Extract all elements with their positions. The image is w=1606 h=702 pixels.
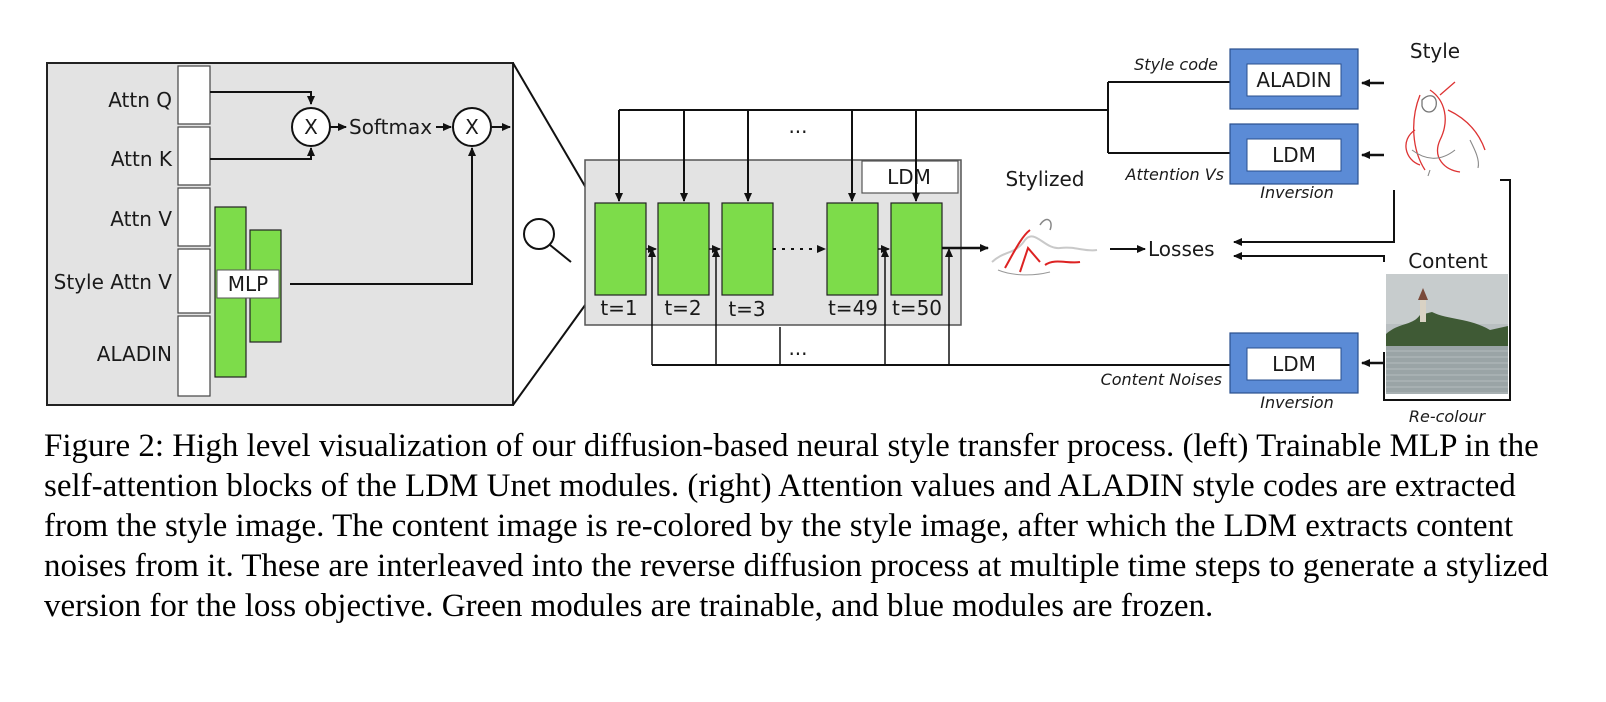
unet-block-t3 <box>721 202 774 296</box>
style-attn-v-cell <box>177 248 211 314</box>
style-image: Style <box>1405 39 1486 177</box>
timestep-t50: t=50 <box>892 296 942 320</box>
attention-vs-label: Attention Vs <box>1125 165 1225 184</box>
aladin-encoder-box: ALADIN <box>1229 48 1359 110</box>
ldm-box-bottom-label: LDM <box>1272 352 1316 376</box>
magnifier-icon <box>523 218 572 263</box>
timestep-t2: t=2 <box>664 296 701 320</box>
content-noises-label: Content Noises <box>1101 370 1222 389</box>
unet-block-t49 <box>826 202 879 296</box>
softmax-label: Softmax <box>349 115 432 139</box>
multiply-v-symbol: X <box>465 115 479 139</box>
diagram: Attn Q Attn K Attn V Style Attn V ALADIN… <box>46 39 1511 426</box>
figure-caption: Figure 2: High level visualization of ou… <box>44 428 1549 624</box>
row-label-attn-q: Attn Q <box>108 88 172 112</box>
top-ellipsis: ... <box>788 114 807 138</box>
unet-block-t2 <box>657 202 710 296</box>
mlp-label: MLP <box>228 272 268 296</box>
style-code-label: Style code <box>1134 55 1218 74</box>
unet-block-t1 <box>594 202 647 296</box>
row-label-style-attn-v: Style Attn V <box>54 270 173 294</box>
inversion-top-label: Inversion <box>1260 183 1333 202</box>
unet-ldm-label: LDM <box>887 165 931 189</box>
style-title: Style <box>1410 39 1460 63</box>
attention-detail-panel: Attn Q Attn K Attn V Style Attn V ALADIN… <box>46 62 514 406</box>
timestep-t3: t=3 <box>728 297 765 321</box>
timestep-t1: t=1 <box>600 296 637 320</box>
row-label-attn-k: Attn K <box>111 147 173 171</box>
content-image: Content <box>1386 249 1508 394</box>
style-injection-lines: ... <box>615 81 1230 202</box>
ldm-inversion-style-box: LDM <box>1229 123 1359 185</box>
content-title: Content <box>1408 249 1488 273</box>
unet-block-t50 <box>890 202 943 296</box>
aladin-box-label: ALADIN <box>1256 68 1331 92</box>
ldm-inversion-content-box: LDM <box>1229 332 1359 394</box>
attn-q-cell <box>177 65 211 125</box>
inversion-bottom-label: Inversion <box>1260 393 1333 412</box>
aladin-cell <box>177 315 211 397</box>
attn-v-cell <box>177 187 211 247</box>
row-label-attn-v: Attn V <box>110 207 172 231</box>
attn-k-cell <box>177 126 211 186</box>
recolour-label: Re-colour <box>1409 407 1487 426</box>
unet-ldm-label-box <box>861 160 959 194</box>
content-noise-lines: ... <box>648 248 1230 366</box>
mlp-label-box <box>216 269 280 299</box>
stylized-image: Stylized <box>991 167 1098 276</box>
row-label-aladin: ALADIN <box>97 342 172 366</box>
unet-panel: LDM t=1 t=2 t=3 t=49 t=50 <box>584 159 962 326</box>
stylized-label: Stylized <box>1006 167 1085 191</box>
bottom-ellipsis: ... <box>788 336 807 360</box>
multiply-qk-symbol: X <box>304 115 318 139</box>
losses-label: Losses <box>1148 237 1215 261</box>
ldm-box-top-label: LDM <box>1272 143 1316 167</box>
timestep-t49: t=49 <box>828 296 878 320</box>
